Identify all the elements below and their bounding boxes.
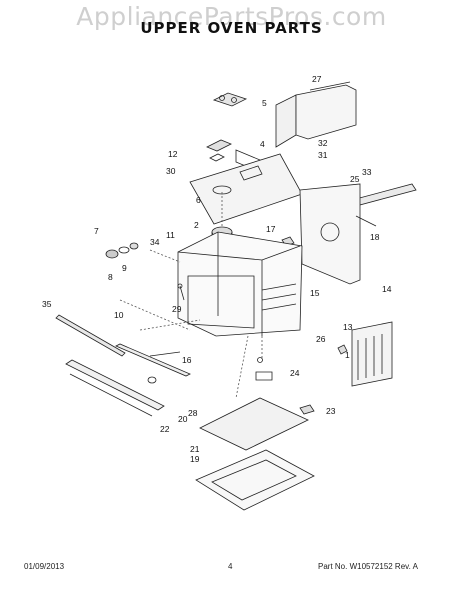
part-29-screw (177, 283, 185, 301)
callout-28: 28 (188, 408, 198, 418)
part-35-strip (55, 314, 126, 357)
callout-5: 5 (262, 98, 267, 108)
callout-9: 9 (122, 263, 127, 273)
callout-11: 11 (166, 230, 175, 240)
part-25-33-rail (351, 183, 417, 213)
callout-15: 15 (310, 288, 320, 298)
part-10-16-rail (115, 343, 191, 377)
callout-2: 2 (194, 220, 199, 230)
callout-31: 31 (318, 150, 328, 160)
part-1-clip (337, 344, 348, 355)
callout-17: 17 (266, 224, 276, 234)
callout-8: 8 (108, 272, 113, 282)
part-5-trim (212, 92, 248, 107)
part-19-door-frame (195, 449, 315, 511)
callout-6: 6 (196, 195, 201, 205)
part-23-block (299, 404, 315, 415)
part-21-floor (199, 397, 309, 451)
callout-29: 29 (172, 304, 182, 314)
callout-33: 33 (362, 167, 372, 177)
callout-labels: 1245678910111213141516171819202122232425… (42, 74, 392, 464)
callout-21: 21 (190, 444, 200, 454)
part-31-32-panel (275, 81, 357, 148)
callout-22: 22 (160, 424, 170, 434)
callout-25: 25 (350, 174, 360, 184)
callout-34: 34 (150, 237, 160, 247)
part-7-8-9-knobs (105, 242, 139, 259)
footer-page-number: 4 (228, 562, 233, 571)
page-title: UPPER OVEN PARTS (140, 19, 323, 37)
footer-date: 01/09/2013 (24, 562, 65, 571)
callout-19: 19 (190, 454, 200, 464)
footer-part-number: Part No. W10572152 Rev. A (318, 562, 418, 571)
callout-4: 4 (260, 139, 265, 149)
callout-13: 13 (343, 322, 353, 332)
part-24-latch (255, 357, 273, 381)
callout-30: 30 (166, 166, 176, 176)
part-6-plate (189, 153, 303, 225)
callout-23: 23 (326, 406, 336, 416)
callout-27: 27 (312, 74, 322, 84)
callout-12: 12 (168, 149, 178, 159)
part-13-vent-panel (351, 321, 393, 387)
callout-24: 24 (290, 368, 300, 378)
watermark: AppliancePartsPros.com (76, 2, 387, 31)
callout-20: 20 (178, 414, 188, 424)
callout-7: 7 (94, 226, 99, 236)
part-22-20-trim (65, 359, 165, 417)
callout-14: 14 (382, 284, 392, 294)
callout-35: 35 (42, 299, 52, 309)
callout-26: 26 (316, 334, 326, 344)
part-12-30-switch (206, 139, 232, 162)
callout-16: 16 (182, 355, 192, 365)
part-15-oven-cavity (177, 231, 303, 337)
callout-18: 18 (370, 232, 380, 242)
callout-1: 1 (345, 350, 350, 360)
callout-32: 32 (318, 138, 328, 148)
part-14-18-side-panel (299, 183, 377, 285)
callout-10: 10 (114, 310, 124, 320)
